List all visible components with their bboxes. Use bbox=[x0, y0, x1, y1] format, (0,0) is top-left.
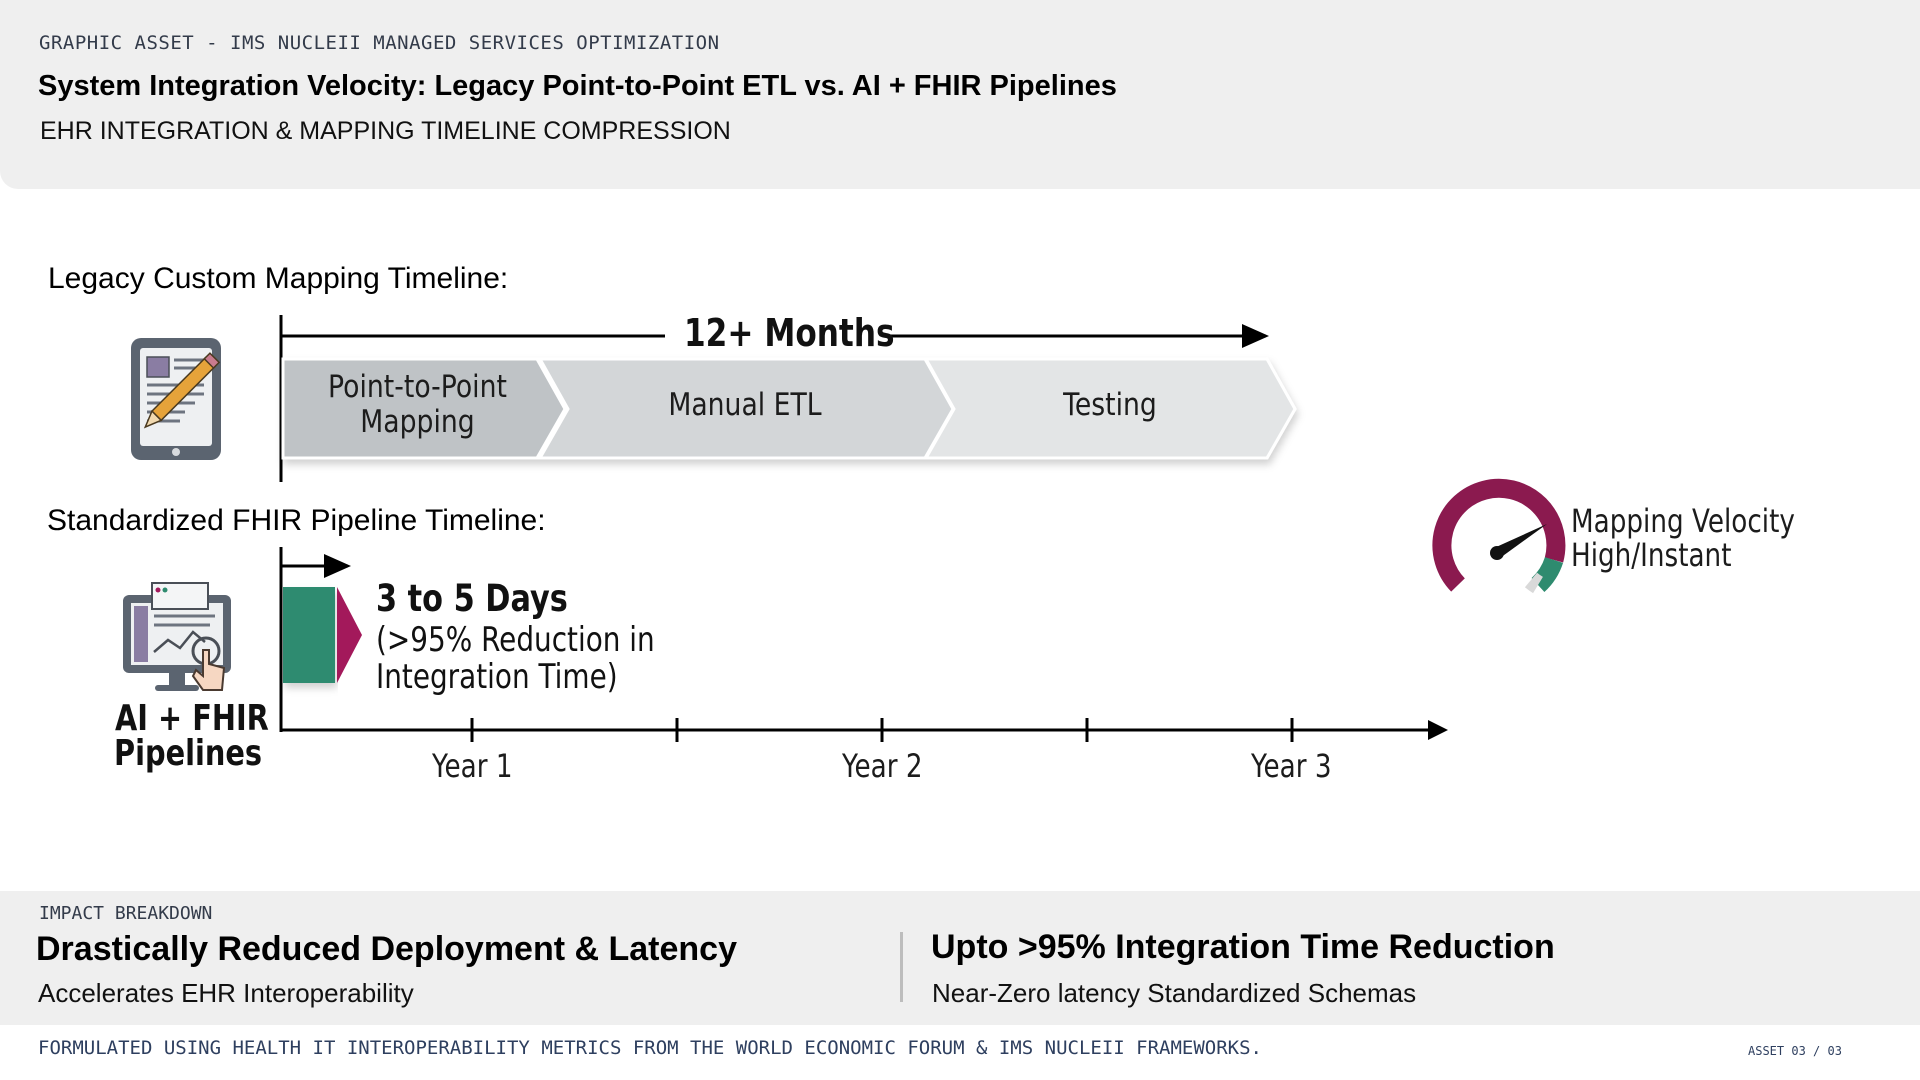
year-axis-arrowhead bbox=[1428, 720, 1448, 740]
fhir-caption-line1: AI + FHIR bbox=[115, 698, 269, 739]
header-band bbox=[0, 0, 1920, 189]
stage-label-testing: Testing bbox=[1063, 387, 1157, 423]
header-eyebrow: GRAPHIC ASSET - IMS NUCLEII MANAGED SERV… bbox=[39, 32, 720, 54]
legacy-timeline-label: Legacy Custom Mapping Timeline: bbox=[48, 262, 509, 295]
stage-chevron-manual-etl bbox=[537, 357, 955, 460]
fhir-timeline-label: Standardized FHIR Pipeline Timeline: bbox=[47, 504, 546, 537]
fhir-bar-tip bbox=[337, 587, 362, 683]
gauge-label-line1: Mapping Velocity bbox=[1571, 502, 1795, 540]
impact-eyebrow: IMPACT BREAKDOWN bbox=[39, 903, 213, 924]
impact-left-subtitle: Accelerates EHR Interoperability bbox=[38, 978, 414, 1008]
fhir-duration-bar bbox=[283, 587, 335, 683]
fhir-caption-line2: Pipelines bbox=[114, 733, 263, 774]
impact-right-title: Upto >95% Integration Time Reduction bbox=[931, 928, 1555, 966]
impact-panel bbox=[0, 891, 1920, 1025]
stage-label-manual-etl: Manual ETL bbox=[668, 387, 822, 423]
reduction-note-line1: (>95% Reduction in bbox=[376, 620, 655, 660]
monitor-touch-icon bbox=[123, 582, 231, 691]
impact-divider bbox=[900, 932, 903, 1002]
impact-right-subtitle: Near-Zero latency Standardized Schemas bbox=[932, 978, 1417, 1008]
impact-left-title: Drastically Reduced Deployment & Latency bbox=[36, 930, 738, 968]
legacy-duration-label: 12+ Months bbox=[684, 311, 895, 355]
page-title: System Integration Velocity: Legacy Poin… bbox=[38, 70, 1117, 102]
footer-note: FORMULATED USING HEALTH IT INTEROPERABIL… bbox=[38, 1037, 1262, 1059]
asset-number: ASSET 03 / 03 bbox=[1748, 1044, 1842, 1058]
tablet-pencil-icon bbox=[131, 338, 221, 460]
page-subtitle: EHR INTEGRATION & MAPPING TIMELINE COMPR… bbox=[40, 117, 731, 145]
axis-label-year-3: Year 3 bbox=[1251, 747, 1332, 785]
reduction-note-line2: Integration Time) bbox=[376, 657, 618, 697]
axis-label-year-2: Year 2 bbox=[842, 747, 923, 785]
speedometer-icon bbox=[1432, 478, 1566, 594]
axis-label-year-1: Year 1 bbox=[432, 747, 513, 785]
gauge-label-line2: High/Instant bbox=[1571, 536, 1732, 574]
fhir-duration-label: 3 to 5 Days bbox=[376, 577, 568, 620]
stage-label-mapping: Point-to-Point Mapping bbox=[328, 369, 507, 440]
stage-chevron-mapping bbox=[281, 357, 567, 460]
